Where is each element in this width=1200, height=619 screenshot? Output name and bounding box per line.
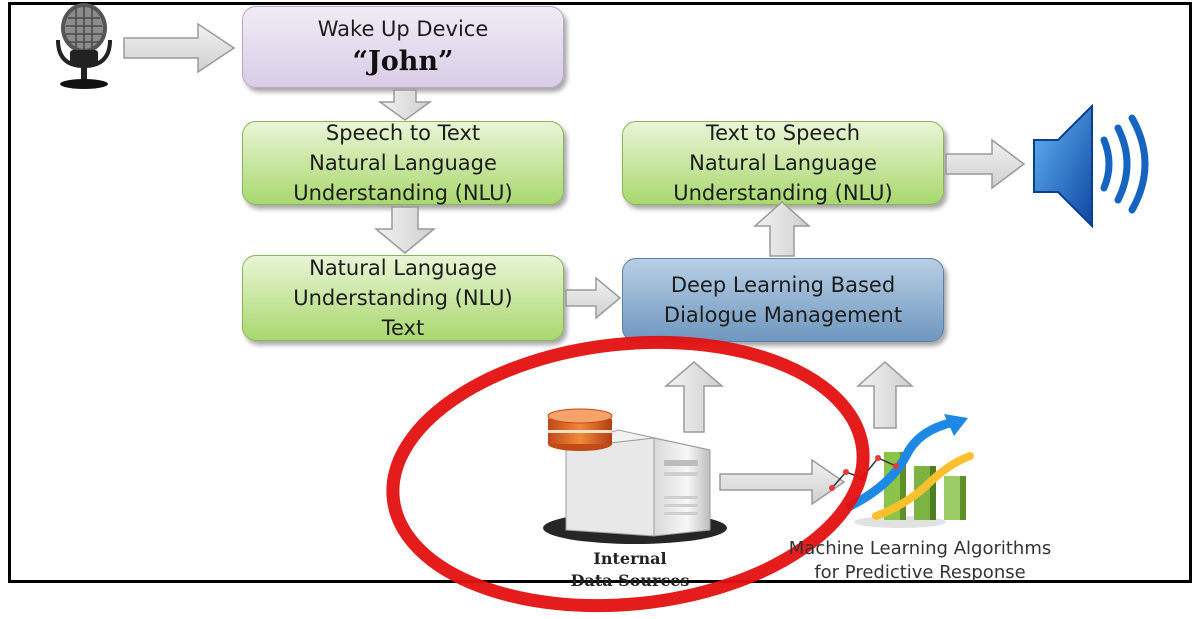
stt-line-1: Speech to Text [325, 121, 481, 145]
dm-line-1: Deep Learning Based [670, 273, 896, 297]
database-server-icon [543, 408, 727, 544]
tts-line-1: Text to Speech [705, 121, 861, 145]
tts-line-2: Natural Language [689, 151, 877, 175]
wake-word: “John” [352, 46, 454, 77]
wake-up-title: Wake Up Device [317, 17, 489, 41]
nlu-line-2: Understanding (NLU) [293, 286, 513, 310]
arrow-data-to-ml [719, 458, 846, 506]
microphone-icon [56, 3, 112, 89]
wake-up-device-box: Wake Up Device “John” [242, 6, 564, 88]
arrow-tts-to-speaker [945, 138, 1026, 190]
arrow-ml-to-dm [856, 360, 914, 429]
text-to-speech-box: Text to Speech Natural Language Understa… [622, 121, 944, 205]
internal-data-sources-label: Internal Data Sources [560, 548, 700, 592]
speech-to-text-box: Speech to Text Natural Language Understa… [242, 121, 564, 205]
chart-icon [829, 414, 974, 528]
ml-label-line-2: for Predictive Response [814, 562, 1026, 583]
speaker-icon [1033, 103, 1149, 229]
arrow-wake-to-stt [377, 89, 433, 121]
dialogue-management-box: Deep Learning Based Dialogue Management [622, 258, 944, 342]
arrow-dm-to-tts [753, 200, 811, 257]
ml-label-line-1: Machine Learning Algorithms [788, 538, 1052, 559]
nlu-line-1: Natural Language [309, 256, 497, 280]
nlu-text-box: Natural Language Understanding (NLU) Tex… [242, 255, 564, 341]
arrow-mic-to-wake [123, 22, 236, 74]
stt-line-2: Natural Language [309, 151, 497, 175]
arrow-stt-to-nlu [373, 206, 437, 254]
arrow-nlu-to-dm [565, 276, 622, 320]
nlu-line-3: Text [381, 316, 425, 340]
stt-line-3: Understanding (NLU) [293, 181, 513, 205]
dm-line-2: Dialogue Management [663, 303, 903, 327]
internal-label-line-1: Internal [593, 549, 667, 568]
ml-algorithms-label: Machine Learning Algorithms for Predicti… [770, 537, 1070, 585]
arrow-data-to-dm [663, 361, 725, 433]
highlight-circle [386, 335, 870, 613]
internal-label-line-2: Data Sources [570, 571, 690, 590]
tts-line-3: Understanding (NLU) [673, 181, 893, 205]
